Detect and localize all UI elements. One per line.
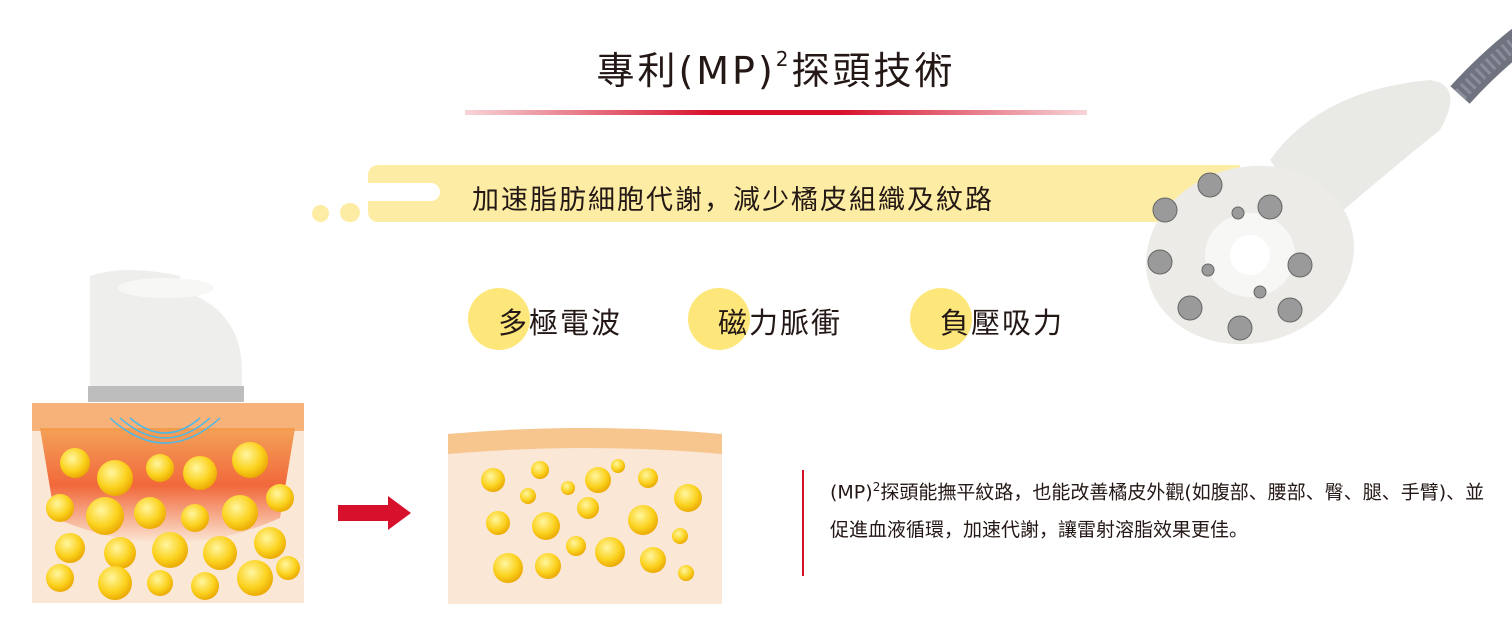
fat-cell [46, 494, 74, 522]
fat-cell [147, 570, 173, 596]
page-title: 專利(MP)2探頭技術 [465, 40, 1087, 95]
fat-cell [46, 564, 74, 592]
fat-cell [531, 461, 549, 479]
feature-circle-icon [910, 288, 972, 350]
description-accent-bar [802, 470, 804, 576]
feature-label: 磁力脈衝 [718, 306, 843, 340]
description-text: (MP)2探頭能撫平紋路，也能改善橘皮外觀(如腹部、腰部、臀、腿、手臂)、並促進… [830, 468, 1500, 549]
fat-cell [566, 536, 586, 556]
description-prefix: (MP) [830, 481, 873, 504]
fat-cell [595, 537, 625, 567]
fat-cell [55, 533, 85, 563]
fat-cell [203, 536, 237, 570]
title-divider [465, 110, 1087, 115]
fat-cell [486, 511, 510, 535]
fat-cell [611, 459, 625, 473]
fat-cell [520, 488, 536, 504]
fat-cell [481, 468, 505, 492]
fat-cell [585, 467, 611, 493]
fat-cell [152, 532, 188, 568]
fat-cell [674, 484, 702, 512]
fat-cell [532, 512, 560, 540]
description-superscript: 2 [872, 480, 881, 494]
fat-cell [640, 547, 666, 573]
title-superscript: 2 [775, 47, 792, 71]
probe-device-image [1146, 28, 1512, 345]
fat-cell [86, 497, 124, 535]
description-body: 探頭能撫平紋路，也能改善橘皮外觀(如腹部、腰部、臀、腿、手臂)、並促進血液循環，… [830, 481, 1485, 542]
fat-cell [222, 495, 258, 531]
fat-cell [146, 454, 174, 482]
feature-circle-icon [468, 288, 530, 350]
title-prefix: 專利(MP) [596, 49, 776, 93]
fat-cell [266, 484, 294, 512]
title-suffix: 探頭技術 [791, 49, 956, 93]
feature-label: 多極電波 [498, 306, 623, 340]
fat-cell [678, 565, 694, 581]
banner-text: 加速脂肪細胞代謝，減少橘皮組織及紋路 [472, 185, 994, 216]
banner [340, 165, 1240, 222]
fat-cell [237, 560, 273, 596]
fat-cell [276, 556, 300, 580]
before-skin-illustration [32, 270, 304, 603]
arrow-right-icon [338, 496, 411, 530]
feature-circle-icon [688, 288, 750, 350]
feature-label: 負壓吸力 [940, 306, 1065, 340]
fat-cell [183, 456, 217, 490]
fat-cell [181, 504, 209, 532]
fat-cell [535, 553, 561, 579]
fat-cell [638, 468, 658, 488]
fat-cell [561, 481, 575, 495]
fat-cell [134, 497, 166, 529]
fat-cell [97, 460, 133, 496]
after-skin-illustration [448, 428, 722, 604]
fat-cell [493, 553, 523, 583]
banner-dot [312, 205, 329, 222]
fat-cell [672, 528, 688, 544]
fat-cell [104, 537, 136, 569]
fat-cell [577, 497, 599, 519]
fat-cell [191, 572, 219, 600]
fat-cell [254, 527, 286, 559]
fat-cell [60, 448, 90, 478]
fat-cell [232, 442, 268, 478]
fat-cell [98, 566, 132, 600]
fat-cell [628, 505, 658, 535]
